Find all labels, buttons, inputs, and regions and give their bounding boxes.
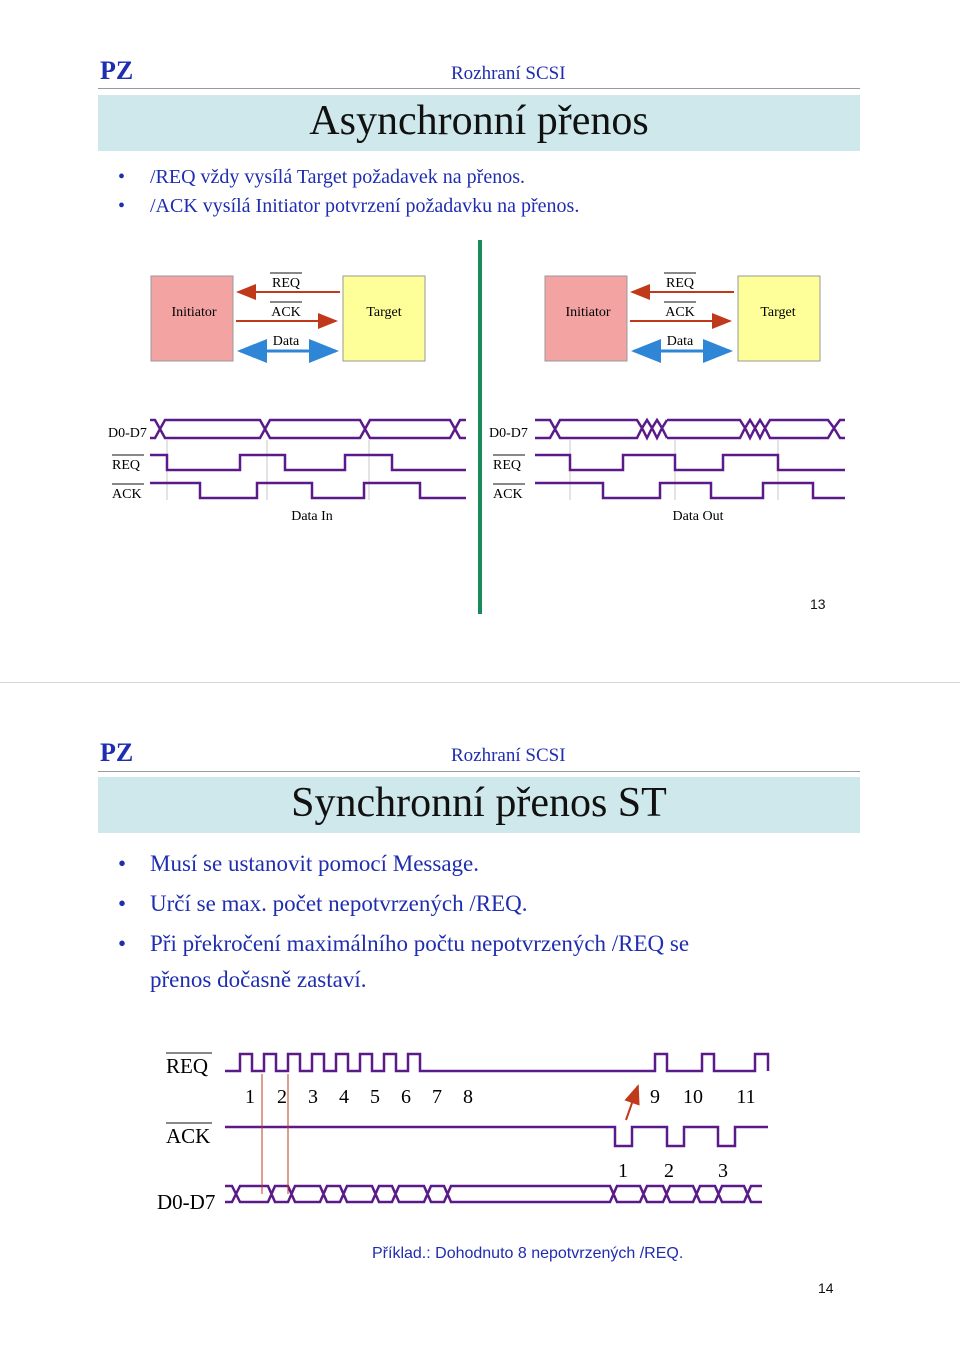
data-label: Data (667, 334, 694, 349)
bullet-text: /REQ vždy vysílá Target požadavek na pře… (150, 166, 525, 188)
req-label: REQ (272, 276, 300, 291)
bullet-text: Určí se max. počet nepotvrzených /REQ. (150, 891, 528, 916)
title-bar: Asynchronní přenos (98, 95, 860, 151)
ack-waveform (535, 481, 845, 500)
slide-13: PZ Rozhraní SCSI Asynchronní přenos • /RE… (0, 0, 960, 683)
req-label: REQ (112, 458, 140, 473)
req-label: REQ (666, 276, 694, 291)
req-number: 7 (432, 1086, 442, 1108)
bullet-text-continuation: přenos dočasně zastaví. (150, 967, 367, 992)
bullet-list: • Musí se ustanovit pomocí Message. • Určí… (118, 844, 689, 996)
ack-label: ACK (166, 1124, 210, 1148)
target-label: Target (366, 305, 401, 320)
ack-label: ACK (112, 487, 142, 502)
ack-number-row: 1 2 3 (618, 1160, 728, 1182)
bullet-dot: • (118, 891, 127, 916)
initiator-label: Initiator (171, 305, 216, 320)
header-rule (98, 88, 860, 89)
d07-waveform (150, 418, 466, 440)
req-number: 9 (650, 1086, 660, 1108)
req-number: 6 (401, 1086, 411, 1108)
title-bar: Synchronní přenos ST (98, 777, 860, 833)
slide-divider (0, 682, 960, 683)
pz-logo: PZ (100, 56, 134, 85)
d07-label: D0-D7 (108, 426, 147, 441)
d07-label: D0-D7 (489, 426, 528, 441)
bullet-item: • Musí se ustanovit pomocí Message. (118, 844, 689, 884)
page-number: 14 (818, 1280, 834, 1296)
bullet-item: • Při překročení maximálního počtu nepotv… (118, 924, 689, 996)
req-label: REQ (166, 1054, 208, 1078)
ack-waveform (150, 481, 466, 500)
bullet-item: • /ACK vysílá Initiator potvrzení požadav… (118, 192, 579, 221)
target-label: Target (760, 305, 795, 320)
data-out-caption: Data Out (673, 509, 724, 524)
initiator-box (544, 275, 628, 362)
bullet-text: Při překročení maximálního počtu nepotvr… (150, 931, 690, 956)
left-timing-diagram: D0-D7 REQ ACK Data In (108, 418, 466, 524)
bullet-list: • /REQ vždy vysílá Target požadavek na př… (118, 163, 579, 221)
initiator-box (150, 275, 234, 362)
right-block-diagram: Initiator Target REQ ACK Data (544, 272, 821, 363)
req-number: 3 (308, 1086, 318, 1108)
ack-label: ACK (493, 487, 523, 502)
right-timing-diagram: D0-D7 REQ ACK Data Out (489, 417, 845, 524)
page-number: 13 (810, 596, 826, 612)
bullet-text: Musí se ustanovit pomocí Message. (150, 851, 479, 876)
bullet-text: /ACK vysílá Initiator potvrzení požadavk… (150, 195, 580, 217)
data-in-caption: Data In (291, 509, 333, 524)
data-label: Data (273, 334, 300, 349)
resume-arrow (624, 1084, 640, 1121)
pz-logo: PZ (100, 738, 134, 767)
target-box (342, 275, 426, 362)
d07-waveform (535, 417, 845, 441)
example-caption: Příklad.: Dohodnuto 8 nepotvrzených /REQ… (372, 1245, 684, 1262)
sync-timing-diagram: REQ ACK D0-D7 1 2 3 4 5 6 7 8 9 10 11 (157, 1052, 770, 1214)
ack-label: ACK (665, 305, 695, 320)
req-waveform (535, 453, 845, 472)
ack-waveform (225, 1125, 768, 1148)
slide-14: PZ Rozhraní SCSI Synchronní přenos ST • M… (0, 684, 960, 1367)
initiator-label: Initiator (565, 305, 610, 320)
slide1-diagram: Initiator Target REQ ACK Data Initiator … (108, 240, 845, 614)
ack-label: ACK (271, 305, 301, 320)
ack-number: 2 (664, 1160, 674, 1182)
slide-title: Asynchronní přenos (309, 98, 649, 144)
bullet-item: • Určí se max. počet nepotvrzených /REQ. (118, 884, 689, 924)
bullet-dot: • (118, 931, 127, 956)
req-number-row: 1 2 3 4 5 6 7 8 9 10 11 (245, 1086, 756, 1108)
req-number: 1 (245, 1086, 255, 1108)
target-box (737, 275, 821, 362)
bullet-dot: • (118, 166, 126, 188)
d07-label: D0-D7 (157, 1190, 215, 1214)
req-waveform (225, 1052, 770, 1073)
left-block-diagram: Initiator Target REQ ACK Data (150, 272, 426, 363)
req-number: 11 (736, 1086, 755, 1108)
req-number: 5 (370, 1086, 380, 1108)
course-title: Rozhraní SCSI (451, 63, 566, 84)
bullet-item: • /REQ vždy vysílá Target požadavek na př… (118, 163, 579, 192)
req-number: 2 (277, 1086, 287, 1108)
req-label: REQ (493, 458, 521, 473)
req-waveform (150, 453, 466, 472)
course-title: Rozhraní SCSI (451, 745, 566, 766)
header-rule (98, 771, 860, 772)
slide-title: Synchronní přenos ST (291, 780, 667, 826)
req-number: 8 (463, 1086, 473, 1108)
d07-waveform (225, 1184, 762, 1204)
bullet-dot: • (118, 195, 126, 217)
bullet-dot: • (118, 851, 127, 876)
ack-number: 3 (718, 1160, 728, 1182)
ack-number: 1 (618, 1160, 628, 1182)
req-number: 10 (683, 1086, 703, 1108)
req-number: 4 (339, 1086, 349, 1108)
